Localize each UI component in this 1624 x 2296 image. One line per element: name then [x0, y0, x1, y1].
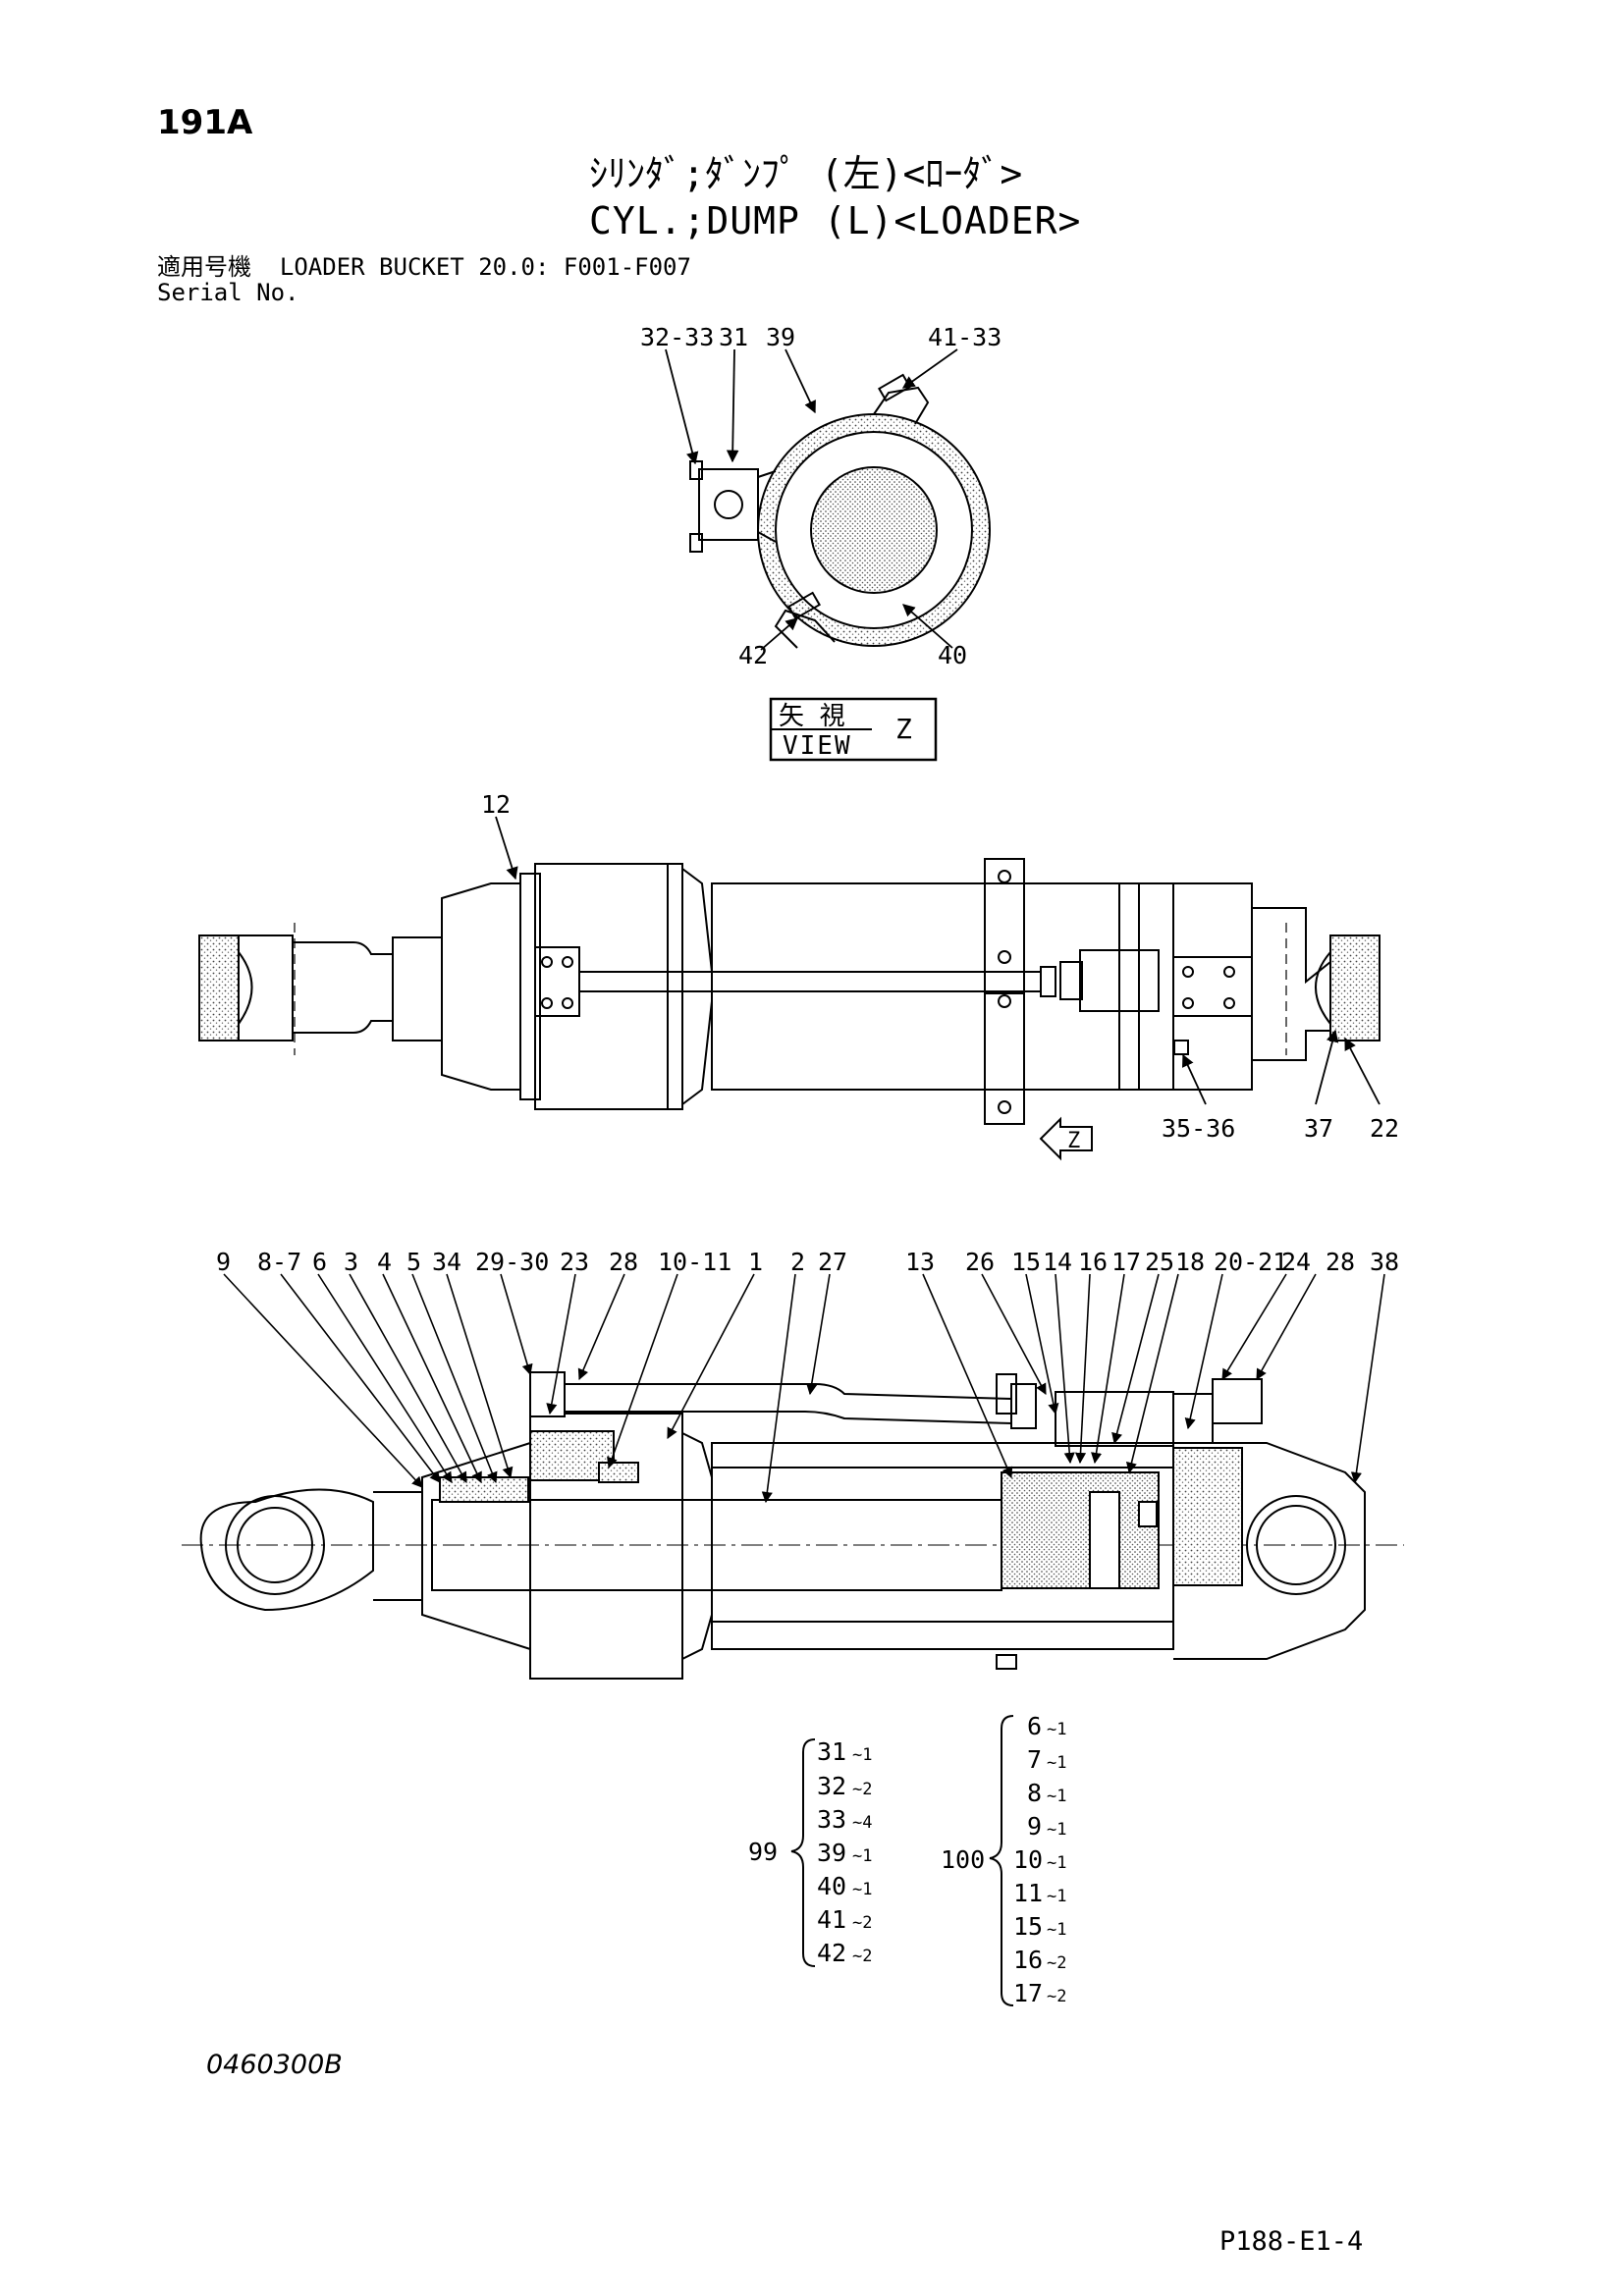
callout-39: 39 — [766, 323, 795, 351]
page-code: 191A — [157, 103, 253, 142]
callout-42: 42 — [738, 641, 768, 669]
view-z-leader-lines — [665, 348, 958, 651]
callout-26: 26 — [965, 1248, 995, 1276]
kit-99-part-5: 41 — [817, 1905, 846, 1934]
callout-13: 13 — [905, 1248, 935, 1276]
callout-15: 15 — [1011, 1248, 1041, 1276]
view-z-callouts: 32-33 31 39 41-33 42 40 — [640, 323, 1001, 669]
title-english: CYL.;DUMP (L)<LOADER> — [589, 199, 1082, 242]
kit-99-qty-5: ~2 — [852, 1913, 872, 1933]
kit-100-qty-7: ~2 — [1047, 1953, 1066, 1973]
kit-100-part-0: 6 — [1027, 1712, 1042, 1740]
callout-32-33: 32-33 — [640, 323, 714, 351]
section-leader-lines — [223, 1273, 1385, 1504]
callout-9: 9 — [216, 1248, 231, 1276]
view-label-letter: Z — [895, 713, 912, 745]
side-view-callouts: 12 35-36 37 22 — [481, 790, 1399, 1143]
callout-40: 40 — [938, 641, 967, 669]
callout-25: 25 — [1145, 1248, 1174, 1276]
kit-100-qty-4: ~1 — [1047, 1853, 1066, 1873]
callout-27: 27 — [818, 1248, 847, 1276]
callout-29-30: 29-30 — [475, 1248, 549, 1276]
kit-100-part-4: 10 — [1013, 1845, 1043, 1874]
callout-12: 12 — [481, 790, 511, 819]
page-reference: P188-E1-4 — [1219, 2226, 1364, 2257]
kit-100-qty-3: ~1 — [1047, 1820, 1066, 1840]
kit-100-label: 100 — [941, 1845, 985, 1874]
callout-4: 4 — [377, 1248, 392, 1276]
callout-14: 14 — [1043, 1248, 1072, 1276]
callout-5: 5 — [406, 1248, 421, 1276]
serial-applicability-value: LOADER BUCKET 20.0: F001-F007 — [279, 253, 691, 281]
callout-23: 23 — [560, 1248, 589, 1276]
callout-28-rear: 28 — [1326, 1248, 1355, 1276]
view-z-end-view — [689, 373, 991, 649]
kit-99-qty-4: ~1 — [852, 1880, 872, 1899]
kit-100-qty-0: ~1 — [1047, 1720, 1066, 1739]
kit-100-list: 100 6~1 7~1 8~1 9~1 10~1 11~1 15~1 16~2 … — [941, 1712, 1066, 2007]
kit-100-part-5: 11 — [1013, 1879, 1043, 1907]
kit-99-qty-3: ~1 — [852, 1846, 872, 1866]
kit-99-qty-2: ~4 — [852, 1813, 872, 1833]
kit-99-part-6: 42 — [817, 1939, 846, 1967]
view-z-label-box: 矢 視 VIEW Z — [769, 697, 938, 762]
kit-99-qty-0: ~1 — [852, 1745, 872, 1765]
callout-18: 18 — [1175, 1248, 1205, 1276]
callout-3: 3 — [344, 1248, 358, 1276]
kit-100-qty-8: ~2 — [1047, 1987, 1066, 2006]
view-z-direction-arrow: Z — [1039, 1116, 1093, 1161]
title-japanese: ｼﾘﾝﾀﾞ;ﾀﾞﾝﾌﾟ (左)<ﾛｰﾀﾞ> — [589, 152, 1023, 195]
kit-100-qty-1: ~1 — [1047, 1753, 1066, 1773]
kit-99-qty-6: ~2 — [852, 1947, 872, 1966]
callout-2: 2 — [790, 1248, 805, 1276]
callout-37: 37 — [1304, 1114, 1333, 1143]
direction-arrow-label: Z — [1067, 1129, 1080, 1153]
kit-99-label: 99 — [748, 1838, 778, 1866]
view-label-jp: 矢 視 — [779, 702, 845, 731]
kit-99-part-0: 31 — [817, 1737, 846, 1766]
kit-100-qty-6: ~1 — [1047, 1920, 1066, 1940]
callout-20-21: 20-21 — [1214, 1248, 1287, 1276]
kit-100-qty-2: ~1 — [1047, 1787, 1066, 1806]
callout-1: 1 — [748, 1248, 763, 1276]
callout-16: 16 — [1078, 1248, 1108, 1276]
serial-applicability: 適用号機 LOADER BUCKET 20.0: F001-F007 — [157, 255, 691, 279]
side-view-leader-lines — [495, 816, 1380, 1105]
section-callouts: 9 8-7 6 3 4 5 34 29-30 23 28 10-11 1 2 2… — [216, 1248, 1399, 1276]
callout-35-36: 35-36 — [1162, 1114, 1235, 1143]
callout-28: 28 — [609, 1248, 638, 1276]
callout-22: 22 — [1370, 1114, 1399, 1143]
callout-6: 6 — [312, 1248, 327, 1276]
callout-10-11: 10-11 — [658, 1248, 731, 1276]
callout-34: 34 — [432, 1248, 461, 1276]
serial-label-jp: 適用号機 — [157, 253, 251, 281]
kit-100-qty-5: ~1 — [1047, 1887, 1066, 1906]
kit-100-part-3: 9 — [1027, 1812, 1042, 1841]
cylinder-side-view — [198, 858, 1380, 1125]
callout-38: 38 — [1370, 1248, 1399, 1276]
kit-99-qty-1: ~2 — [852, 1780, 872, 1799]
callout-31: 31 — [719, 323, 748, 351]
kit-99-part-3: 39 — [817, 1839, 846, 1867]
callout-24: 24 — [1281, 1248, 1311, 1276]
kit-99-part-1: 32 — [817, 1772, 846, 1800]
callout-41-33: 41-33 — [928, 323, 1001, 351]
kit-99-part-2: 33 — [817, 1805, 846, 1834]
callout-8-7: 8-7 — [257, 1248, 301, 1276]
kit-99-list: 99 31 ~1 32 ~2 33 ~4 39 ~1 40 ~1 41 ~2 42 ~2 — [748, 1737, 872, 1967]
cylinder-section-view — [182, 1371, 1404, 1680]
serial-label-en: Serial No. — [157, 279, 299, 306]
kit-100-part-6: 15 — [1013, 1912, 1043, 1941]
kit-100-part-2: 8 — [1027, 1779, 1042, 1807]
callout-17: 17 — [1111, 1248, 1141, 1276]
kit-99-part-4: 40 — [817, 1872, 846, 1900]
kit-100-part-1: 7 — [1027, 1745, 1042, 1774]
view-label-en: VIEW — [783, 731, 852, 761]
kit-100-part-8: 17 — [1013, 1979, 1043, 2007]
kit-100-part-7: 16 — [1013, 1946, 1043, 1974]
drawing-number: 0460300B — [206, 2050, 343, 2080]
